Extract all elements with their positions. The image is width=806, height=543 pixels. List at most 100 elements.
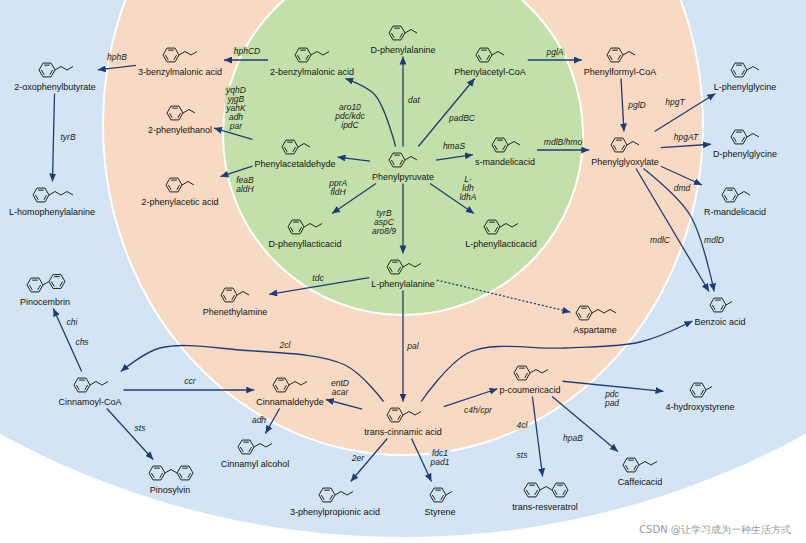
- double-bond: [329, 495, 332, 500]
- double-bond: [400, 160, 403, 165]
- double-bond: [179, 473, 182, 478]
- enzyme-label: tyrB: [59, 133, 76, 142]
- benzene-ring: [387, 260, 403, 274]
- side-chain: [254, 443, 272, 447]
- enzyme-label: 2cl: [279, 341, 292, 350]
- double-bond: [695, 384, 701, 385]
- reaction-arrow: [107, 409, 153, 460]
- double-bond: [586, 313, 589, 318]
- benzene-ring: [611, 138, 627, 152]
- double-bond: [29, 285, 32, 290]
- double-bond: [174, 55, 177, 60]
- double-bond: [440, 495, 443, 500]
- compound-node: trans-cinnamic acid: [362, 402, 444, 439]
- structure-icon: [728, 125, 761, 149]
- enzyme-label: hphCD: [233, 47, 261, 56]
- benzene-ring: [710, 298, 726, 312]
- double-bond: [276, 385, 279, 390]
- structure-icon: [160, 43, 199, 67]
- double-bond: [389, 415, 392, 420]
- double-bond: [392, 160, 395, 165]
- side-chain: [403, 263, 421, 267]
- structure-icon: [292, 43, 331, 67]
- enzyme-label: pdc pad: [604, 390, 620, 408]
- structure-icon: [164, 101, 197, 125]
- double-bond: [284, 147, 287, 152]
- double-bond: [712, 305, 715, 310]
- double-bond: [301, 49, 307, 50]
- compound-name: Phenylpyruvate: [372, 172, 434, 183]
- double-bond: [622, 145, 625, 150]
- compound-name: R-mandelicacid: [704, 207, 766, 218]
- benzene-ring: [39, 63, 55, 77]
- double-bond: [634, 465, 637, 470]
- side-chain: [403, 411, 421, 415]
- benzene-ring: [514, 366, 530, 380]
- compound-node: 4-hydroxystyrene: [663, 377, 736, 414]
- enzyme-label: hmaS: [442, 142, 466, 151]
- benzene-ring: [387, 408, 403, 422]
- structure-icon: [270, 373, 309, 397]
- side-chain: [43, 281, 49, 285]
- structure-icon: [235, 435, 274, 459]
- compound-node: Cinnamyl alcohol: [219, 434, 292, 471]
- double-bond: [742, 137, 745, 142]
- structure-icon: [707, 293, 734, 317]
- structure-icon: [71, 373, 110, 397]
- enzyme-label: pglD: [627, 101, 646, 110]
- enzyme-label: mdlC: [649, 236, 671, 245]
- side-chain: [530, 369, 548, 373]
- structure-icon: [608, 133, 641, 157]
- enzyme-label: tdc: [311, 274, 324, 283]
- double-bond: [617, 139, 623, 140]
- structure-icon: [511, 361, 550, 385]
- benzene-ring: [607, 48, 623, 62]
- side-chain: [726, 301, 732, 305]
- structure-icon: [316, 483, 355, 507]
- benzene-ring: [484, 220, 500, 234]
- double-bond: [581, 307, 587, 308]
- double-bond: [734, 137, 737, 142]
- double-bond: [35, 195, 38, 200]
- double-bond: [626, 465, 629, 470]
- double-bond: [232, 295, 235, 300]
- compound-name: 3-phenylpropionic acid: [290, 507, 380, 518]
- compound-name: Phenylformyl-CoA: [584, 67, 657, 78]
- side-chain: [55, 66, 73, 70]
- reaction-arrow: [224, 59, 268, 60]
- double-bond: [291, 227, 294, 232]
- double-bond: [54, 276, 60, 277]
- double-bond: [692, 390, 695, 395]
- compound-name: D-phenyllacticacid: [268, 239, 341, 250]
- double-bond: [38, 189, 44, 190]
- side-chain: [592, 309, 616, 313]
- reaction-arrow: [661, 144, 711, 147]
- double-bond: [294, 221, 300, 222]
- compound-node: 2-phenylacetic acid: [139, 172, 220, 209]
- structure-icon: [36, 58, 75, 82]
- compound-name: L-phenyllacticacid: [465, 239, 537, 250]
- benzene-ring: [492, 138, 508, 152]
- side-chain: [747, 133, 759, 137]
- double-bond: [495, 227, 498, 232]
- enzyme-label: yqhD yjgB yahK adh par: [225, 86, 247, 131]
- double-bond: [516, 373, 519, 378]
- benzene-ring: [722, 188, 738, 202]
- double-bond: [617, 55, 620, 60]
- double-bond: [529, 484, 535, 485]
- double-bond: [299, 227, 302, 232]
- double-bond: [284, 385, 287, 390]
- enzyme-label: chs: [74, 338, 89, 347]
- double-bond: [169, 185, 172, 190]
- benzene-ring: [167, 106, 183, 120]
- enzyme-label: entD acar: [330, 379, 350, 397]
- double-bond: [392, 33, 395, 38]
- reaction-arrow: [265, 409, 279, 434]
- side-chain: [405, 156, 417, 160]
- structure-icon: [687, 378, 714, 402]
- compound-node: L-homophenylalanine: [7, 182, 97, 219]
- reaction-arrow: [338, 157, 370, 161]
- compound-node: 3-benzylmalonic acid: [136, 42, 224, 79]
- double-bond: [400, 33, 403, 38]
- structure-icon: [604, 43, 637, 67]
